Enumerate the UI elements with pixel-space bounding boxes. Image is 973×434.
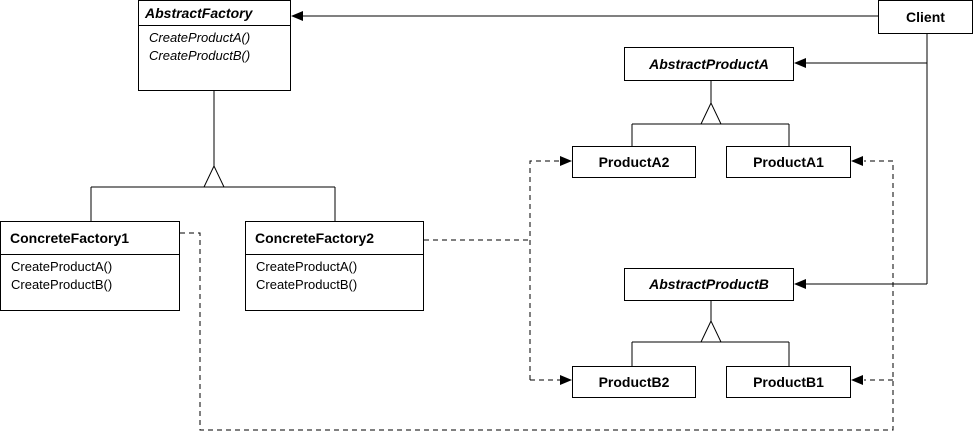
abstract-factory-operations: CreateProductA() CreateProductB() xyxy=(139,25,290,68)
abstract-factory-name: AbstractFactory xyxy=(145,5,253,21)
concrete-factory-1-class: ConcreteFactory1 CreateProductA() Create… xyxy=(0,221,180,311)
factory-inheritance-triangle xyxy=(203,164,225,188)
operation-create-product-a: CreateProductA() xyxy=(11,259,113,274)
arrowhead-to-abstract-product-b xyxy=(794,279,806,289)
product-b-inheritance-triangle xyxy=(700,319,722,343)
client-name: Client xyxy=(906,9,945,25)
client-class: Client xyxy=(878,0,973,34)
product-a-inheritance-triangle xyxy=(700,101,722,125)
arrowhead-to-product-b1 xyxy=(851,375,863,385)
product-b2-class: ProductB2 xyxy=(572,366,696,398)
abstract-product-a-class: AbstractProductA xyxy=(624,47,794,81)
product-b1-class: ProductB1 xyxy=(726,366,851,398)
arrowhead-to-abstract-factory xyxy=(291,11,303,21)
concrete-factory-2-name: ConcreteFactory2 xyxy=(255,230,375,246)
product-a2-class: ProductA2 xyxy=(572,146,696,178)
abstract-product-b-name: AbstractProductB xyxy=(649,276,769,292)
operation-create-product-a: CreateProductA() xyxy=(149,30,251,45)
concrete-factory-2-operations: CreateProductA() CreateProductB() xyxy=(246,254,423,297)
operation-create-product-a: CreateProductA() xyxy=(256,259,358,274)
operation-create-product-b: CreateProductB() xyxy=(149,48,251,63)
concrete-factory-1-operations: CreateProductA() CreateProductB() xyxy=(1,254,179,297)
abstract-product-a-name: AbstractProductA xyxy=(649,56,769,72)
operation-create-product-b: CreateProductB() xyxy=(256,277,358,292)
abstract-product-b-class: AbstractProductB xyxy=(624,268,794,301)
product-b1-name: ProductB1 xyxy=(753,374,824,390)
concrete-factory-1-dependency-line xyxy=(180,160,894,431)
arrowhead-to-product-b2 xyxy=(560,375,572,385)
operation-create-product-b: CreateProductB() xyxy=(11,277,113,292)
arrowhead-to-abstract-product-a xyxy=(794,58,806,68)
product-a1-name: ProductA1 xyxy=(753,154,824,170)
abstract-factory-class: AbstractFactory CreateProductA() CreateP… xyxy=(138,0,291,91)
product-a1-class: ProductA1 xyxy=(726,146,851,178)
product-b2-name: ProductB2 xyxy=(598,374,670,390)
concrete-factory-1-name: ConcreteFactory1 xyxy=(10,230,130,246)
arrowhead-to-product-a2 xyxy=(560,156,572,166)
concrete-factory-2-class: ConcreteFactory2 CreateProductA() Create… xyxy=(245,221,424,311)
product-a2-name: ProductA2 xyxy=(598,154,670,170)
arrowhead-to-product-a1 xyxy=(851,156,863,166)
dependency-to-product-a2 xyxy=(529,160,562,380)
